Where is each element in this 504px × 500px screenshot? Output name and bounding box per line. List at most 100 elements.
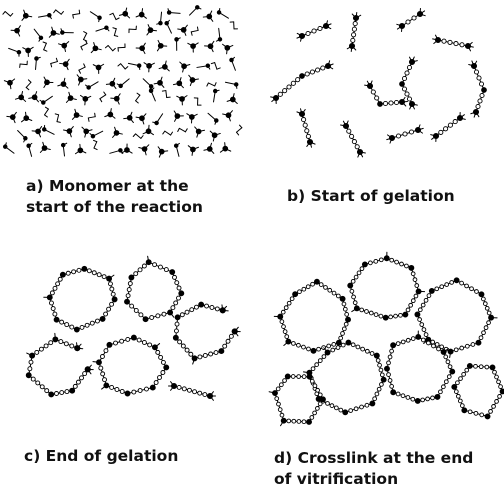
monomer (122, 144, 132, 153)
network-field (268, 258, 504, 428)
oligomer-chain (341, 121, 366, 157)
monomer (204, 143, 214, 153)
monomer (26, 80, 31, 90)
monomer (49, 27, 59, 37)
monomer (66, 92, 76, 102)
monomer (188, 43, 198, 52)
caption-a-line-2: start of the reaction (26, 198, 203, 216)
monomer (81, 40, 87, 49)
caption-b: b) Start of gelation (287, 186, 455, 207)
monomer (100, 92, 106, 102)
monomer-field (4, 6, 242, 166)
monomer (159, 61, 169, 71)
caption-a-line-1: a) Monomer at the (26, 177, 189, 195)
monomer (162, 91, 170, 98)
polymer-loop (125, 256, 184, 321)
monomer (64, 127, 74, 137)
monomer (113, 127, 123, 137)
polymer-loop (173, 302, 240, 364)
monomer (45, 107, 49, 117)
monomer (175, 38, 181, 51)
monomer (220, 143, 230, 152)
monomer (32, 127, 42, 137)
monomer (29, 92, 39, 102)
monomer (105, 46, 115, 51)
monomer (3, 143, 14, 153)
monomer (79, 64, 85, 73)
monomer (42, 125, 54, 134)
monomer (177, 96, 187, 105)
monomer (154, 77, 164, 87)
monomer (208, 113, 218, 124)
oligomer-chain (365, 81, 408, 106)
monomer (111, 94, 120, 104)
monomer (61, 143, 66, 156)
oligomer-chain (400, 57, 418, 109)
monomer (4, 79, 14, 89)
oligomer-chain (397, 9, 425, 32)
monomer (191, 27, 198, 35)
monomer (213, 89, 219, 102)
monomer (178, 128, 188, 131)
monomer (93, 64, 103, 73)
monomer (11, 26, 20, 36)
monomer (40, 142, 50, 152)
monomer (80, 95, 90, 104)
monomer (84, 32, 87, 41)
caption-d: d) Crosslink at the end of vitrification (274, 448, 473, 490)
monomer (20, 61, 28, 67)
monomer (188, 146, 198, 156)
monomer (230, 57, 236, 70)
monomer (136, 43, 145, 53)
monomer (75, 144, 85, 153)
monomer (223, 111, 233, 121)
monomer (117, 79, 129, 88)
monomer (165, 20, 172, 33)
monomer (197, 64, 210, 69)
monomer (61, 29, 74, 35)
monomer (227, 94, 237, 104)
oligomer-chain (347, 13, 360, 52)
monomer (23, 47, 33, 56)
panel-c-end-of-gelation (14, 256, 246, 416)
polymer-loop (93, 335, 169, 396)
monomer (90, 131, 103, 138)
oligomer-chain (297, 109, 315, 148)
loop-field (14, 256, 246, 416)
monomer (3, 12, 13, 17)
polymer-loop (384, 331, 454, 403)
monomer (187, 114, 197, 123)
caption-c: c) End of gelation (24, 446, 178, 467)
monomer (54, 10, 64, 14)
monomer (174, 111, 183, 121)
monomer (119, 8, 129, 18)
monomer (18, 130, 28, 141)
oligomer-chain (297, 21, 331, 42)
monomer (143, 125, 153, 134)
panel-d-crosslinked-network (268, 258, 504, 428)
polymer-loop (415, 278, 497, 358)
caption-b-line-1: b) Start of gelation (287, 187, 455, 205)
monomer (22, 112, 32, 122)
monomer (27, 143, 32, 156)
monomer (211, 63, 220, 70)
polymer-loop (452, 363, 504, 418)
monomer (51, 58, 58, 67)
monomer (40, 96, 52, 104)
oligomer-field (262, 6, 502, 166)
monomer (34, 29, 43, 41)
monomer (110, 13, 119, 19)
monomer (173, 78, 183, 88)
monomer (22, 10, 32, 20)
caption-d-line-1: d) Crosslink at the end (274, 449, 474, 467)
monomer (163, 131, 173, 135)
monomer (94, 140, 98, 149)
oligomer-chain (387, 125, 424, 143)
monomer (91, 43, 101, 53)
polymer-loop (274, 279, 350, 353)
monomer (124, 112, 134, 122)
oligomer-chain (431, 113, 466, 142)
monomer (7, 112, 17, 122)
oligomer-chain (469, 61, 487, 117)
monomer (90, 12, 101, 22)
